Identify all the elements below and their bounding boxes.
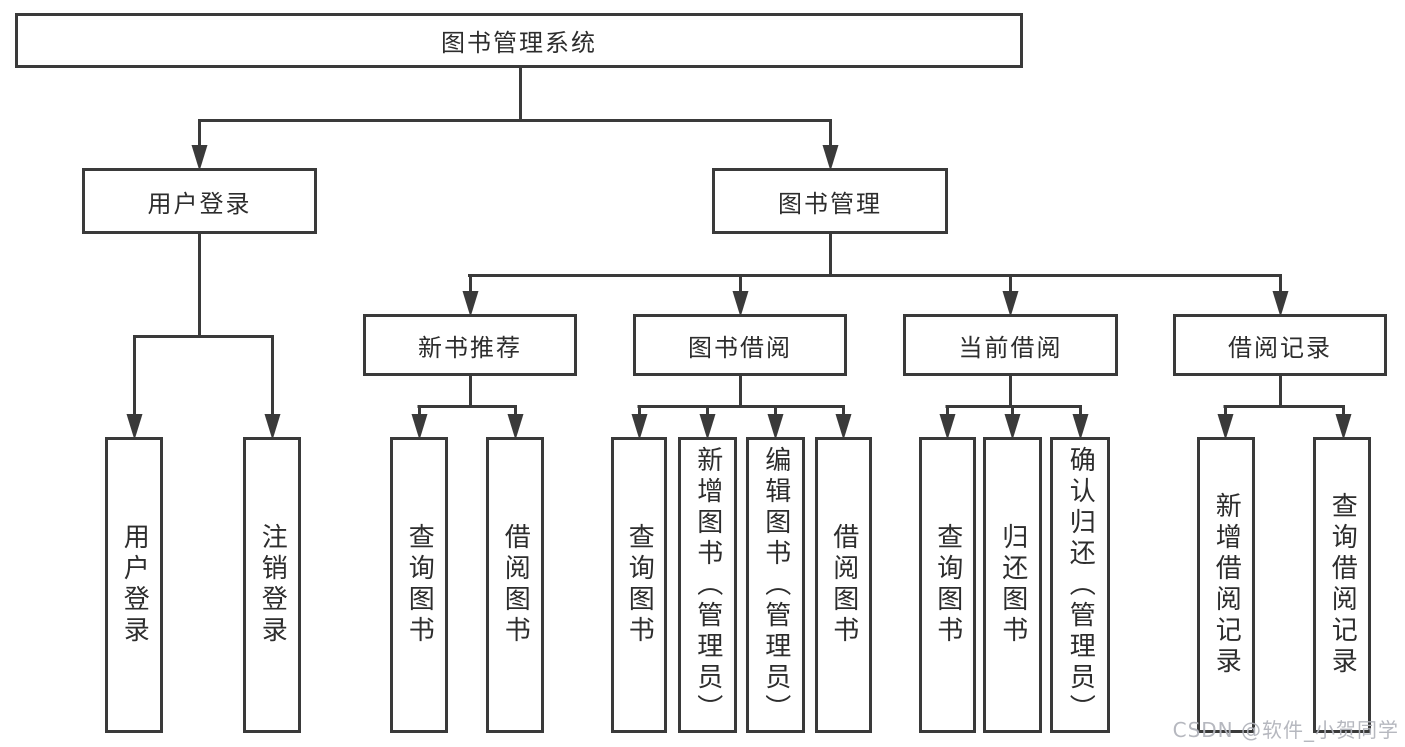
leaf-user-login: 用户登录 — [105, 437, 163, 733]
leaf-return-books: 归还图书 — [983, 437, 1042, 733]
leaf-borrow-books: 借阅图书 — [815, 437, 872, 733]
leaf-search-books-current: 查询图书 — [919, 437, 976, 733]
connector-user-login — [126, 234, 281, 440]
node-user-login: 用户登录 — [82, 168, 317, 234]
leaf-search-books-recommend: 查询图书 — [390, 437, 448, 733]
leaf-add-borrow-record: 新增借阅记录 — [1197, 437, 1255, 733]
csdn-watermark: CSDN @软件_小贺同学 — [1172, 718, 1399, 742]
leaf-search-borrow-record: 查询借阅记录 — [1313, 437, 1371, 733]
leaf-borrow-books-recommend: 借阅图书 — [486, 437, 544, 733]
connector-borrow-records — [1217, 376, 1352, 440]
connector-book-borrowing — [631, 376, 852, 440]
leaf-add-books-admin: 新增图书（管理员） — [678, 437, 737, 733]
node-book-management: 图书管理 — [712, 168, 948, 234]
leaf-confirm-return-admin: 确认归还（管理员） — [1050, 437, 1110, 733]
node-borrow-records: 借阅记录 — [1173, 314, 1387, 376]
node-current-borrowing: 当前借阅 — [903, 314, 1118, 376]
leaf-search-books-borrowing: 查询图书 — [611, 437, 667, 733]
node-book-borrowing: 图书借阅 — [633, 314, 847, 376]
connector-current-borrowing — [939, 376, 1089, 440]
connector-new-book-recommend — [411, 376, 524, 440]
leaf-edit-books-admin: 编辑图书（管理员） — [746, 437, 805, 733]
connector-root — [191, 68, 839, 171]
node-new-book-recommend: 新书推荐 — [363, 314, 577, 376]
node-library-system: 图书管理系统 — [15, 13, 1023, 68]
connector-book-management — [462, 234, 1289, 317]
leaf-logout: 注销登录 — [243, 437, 301, 733]
